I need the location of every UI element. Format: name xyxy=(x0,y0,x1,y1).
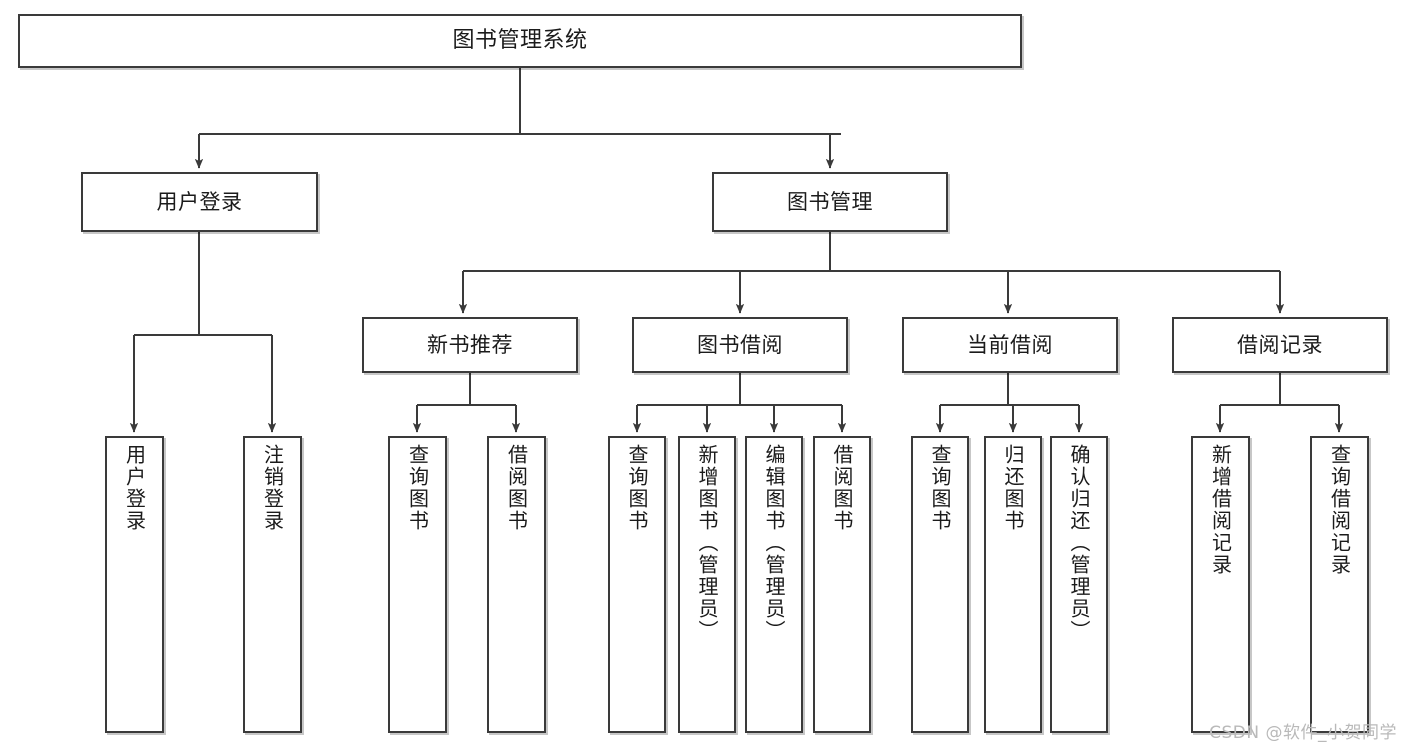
node-current-borrow[interactable]: 当前借阅 xyxy=(902,317,1118,373)
node-label: 新增图书（管理员） xyxy=(695,444,719,642)
node-label: 借阅图书 xyxy=(504,444,529,532)
node-label: 当前借阅 xyxy=(967,332,1053,357)
node-borrow-record[interactable]: 借阅记录 xyxy=(1172,317,1388,373)
node-label: 确认归还（管理员） xyxy=(1067,444,1091,642)
node-label: 用户登录 xyxy=(122,444,147,532)
node-label: 查询借阅记录 xyxy=(1327,444,1352,576)
node-leaf-bb-add-book[interactable]: 新增图书（管理员） xyxy=(678,436,736,733)
node-label: 编辑图书（管理员） xyxy=(762,444,786,642)
node-root-system[interactable]: 图书管理系统 xyxy=(18,14,1022,68)
node-leaf-cb-query-book[interactable]: 查询图书 xyxy=(911,436,969,733)
node-leaf-rec-query-book[interactable]: 查询图书 xyxy=(388,436,447,733)
node-leaf-br-add-record[interactable]: 新增借阅记录 xyxy=(1191,436,1250,733)
node-label: 注销登录 xyxy=(260,444,285,532)
node-book-manage[interactable]: 图书管理 xyxy=(712,172,948,232)
node-label: 借阅图书 xyxy=(830,444,854,532)
node-leaf-bb-edit-book[interactable]: 编辑图书（管理员） xyxy=(745,436,803,733)
node-leaf-rec-borrow-book[interactable]: 借阅图书 xyxy=(487,436,546,733)
node-label: 查询图书 xyxy=(405,444,430,532)
node-leaf-cb-return-book[interactable]: 归还图书 xyxy=(984,436,1042,733)
node-user-login[interactable]: 用户登录 xyxy=(81,172,318,232)
node-label: 用户登录 xyxy=(156,189,243,214)
node-label: 查询图书 xyxy=(928,444,952,532)
node-leaf-logout[interactable]: 注销登录 xyxy=(243,436,302,733)
node-label: 新书推荐 xyxy=(427,332,513,357)
node-label: 查询图书 xyxy=(625,444,649,532)
node-label: 归还图书 xyxy=(1001,444,1025,532)
node-label: 图书借阅 xyxy=(697,332,783,357)
node-label: 借阅记录 xyxy=(1237,332,1323,357)
node-book-borrow[interactable]: 图书借阅 xyxy=(632,317,848,373)
node-new-book-recommend[interactable]: 新书推荐 xyxy=(362,317,578,373)
node-leaf-user-login[interactable]: 用户登录 xyxy=(105,436,164,733)
node-leaf-bb-query-book[interactable]: 查询图书 xyxy=(608,436,666,733)
node-label: 图书管理系统 xyxy=(452,28,588,54)
node-leaf-bb-borrow-book[interactable]: 借阅图书 xyxy=(813,436,871,733)
node-leaf-br-query-record[interactable]: 查询借阅记录 xyxy=(1310,436,1369,733)
node-leaf-cb-confirm-return[interactable]: 确认归还（管理员） xyxy=(1050,436,1108,733)
node-label: 新增借阅记录 xyxy=(1208,444,1233,576)
node-label: 图书管理 xyxy=(787,189,873,214)
